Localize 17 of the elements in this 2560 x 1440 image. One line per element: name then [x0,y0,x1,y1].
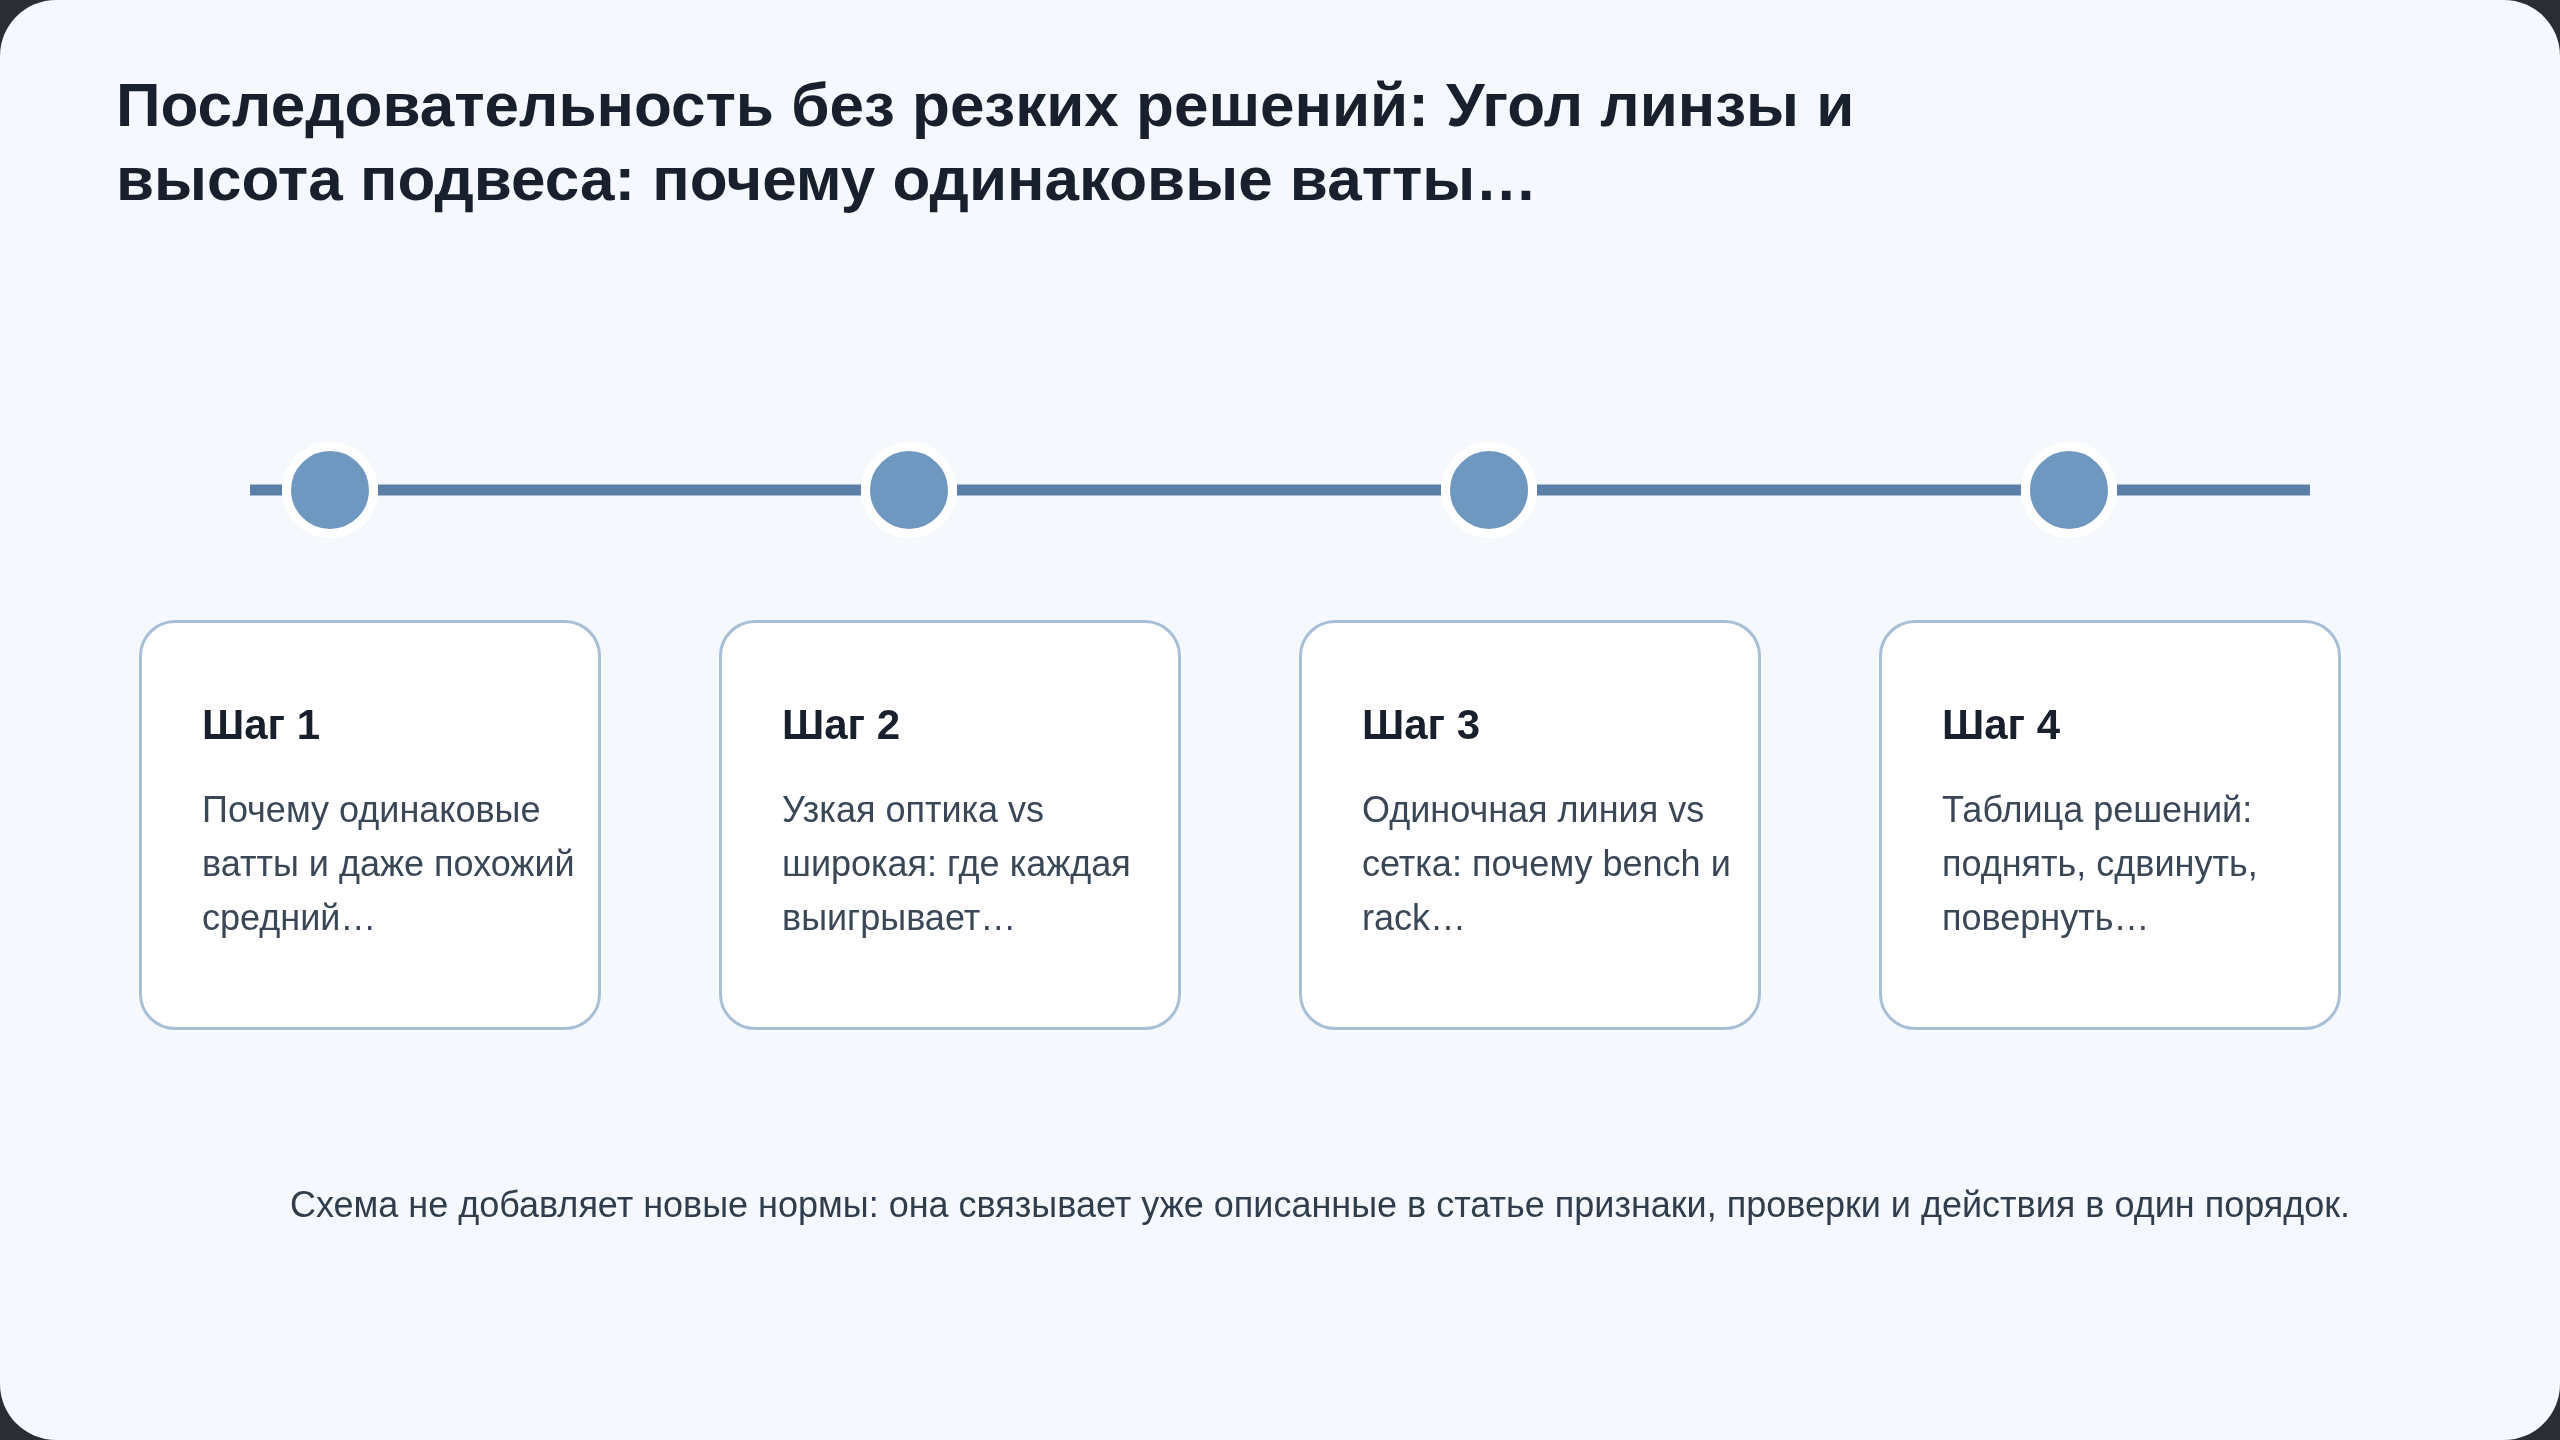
step-heading: Шаг 1 [202,701,321,749]
timeline-line [1537,484,2021,496]
step-description: Почему одинаковые ватты и даже похожий средний… [202,788,576,940]
timeline-line [957,484,1441,496]
step-heading: Шаг 4 [1942,701,2061,749]
step-card [139,620,601,1030]
step-heading: Шаг 3 [1362,701,1481,749]
title: Последовательность без резких решений: Угол линзы и высота подвеса: почему одинаковые ватты… [116,69,1856,215]
timeline-line [378,484,861,496]
step-description: Таблица решений: поднять, сдвинуть, повернуть… [1942,788,2259,940]
step-card [719,620,1181,1030]
step-card [1299,620,1761,1030]
step-heading: Шаг 2 [782,701,901,749]
step-description: Одиночная линия vs сетка: почему bench и rack… [1362,788,1732,940]
step-card [1879,620,2341,1030]
step-description: Узкая оптика vs широкая: где каждая выигрывает… [782,788,1132,940]
caption: Схема не добавляет новые нормы: она связывает уже описанные в статье признаки, проверки и действия в один порядок. [288,1184,2352,1226]
